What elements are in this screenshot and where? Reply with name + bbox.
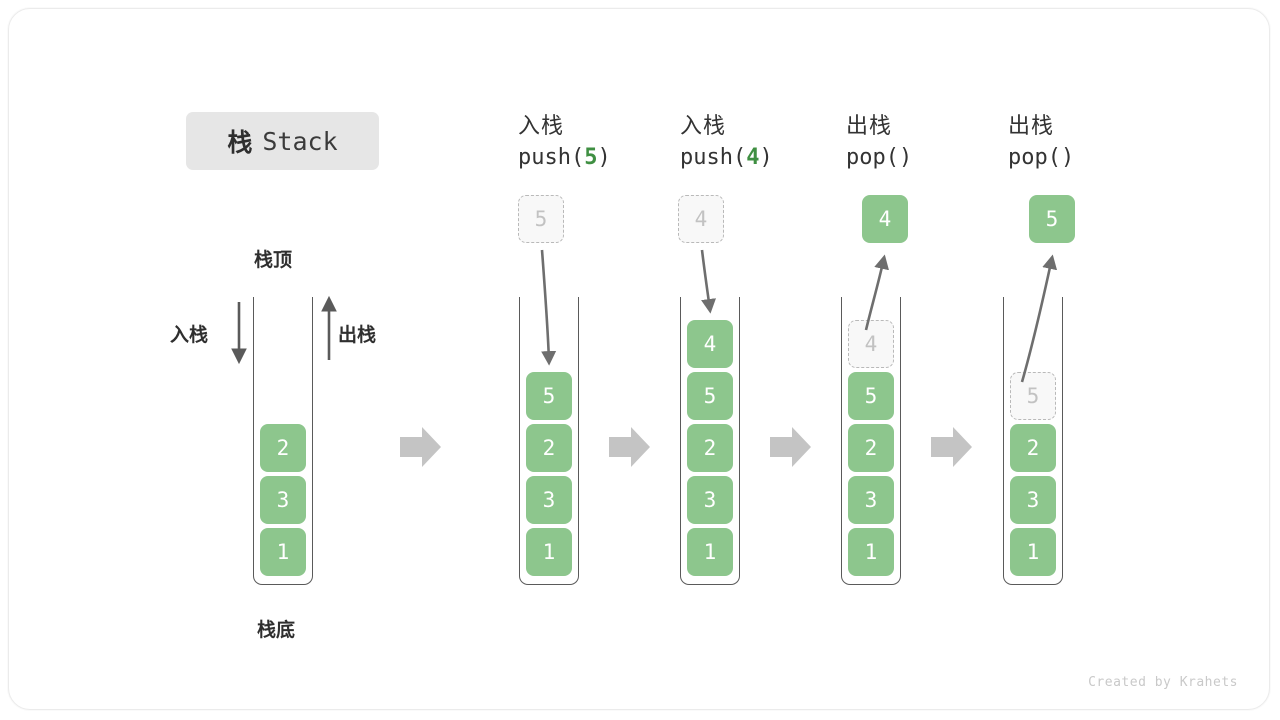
- floating-ghost-cell: 4: [678, 195, 724, 243]
- op-code-pop-5: pop(): [1008, 145, 1074, 170]
- op-code-prefix: pop(: [1008, 145, 1061, 170]
- op-label-push-5: 入栈: [518, 113, 565, 138]
- op-code-push-5: push(5): [518, 145, 611, 170]
- op-code-push-4: push(4): [680, 145, 773, 170]
- diagram-title: 栈 Stack: [186, 112, 379, 170]
- title-cn: 栈: [227, 129, 254, 157]
- stack-cell: 5: [526, 372, 572, 420]
- stack-cell: 1: [260, 528, 306, 576]
- op-code-suffix: ): [597, 145, 611, 170]
- stack-cell: 2: [260, 424, 306, 472]
- stack-top-label: 栈顶: [254, 250, 293, 271]
- op-code-prefix: push(: [680, 145, 747, 170]
- stack-cell: 1: [687, 528, 733, 576]
- op-code-prefix: pop(: [846, 145, 899, 170]
- op-label-pop-4: 出栈: [846, 113, 893, 138]
- op-code-prefix: push(: [518, 145, 585, 170]
- footer-credit: Created by Krahets: [1088, 675, 1238, 690]
- title-en: Stack: [262, 126, 338, 156]
- stack-container-initial: [253, 297, 313, 585]
- floating-popped-cell: 5: [1029, 195, 1075, 243]
- op-label-push-4: 入栈: [680, 113, 727, 138]
- op-code-arg: 4: [746, 145, 760, 170]
- floating-popped-cell: 4: [862, 195, 908, 243]
- stack-cell: 4: [687, 320, 733, 368]
- stack-cell: 2: [1010, 424, 1056, 472]
- stack-cell: 1: [848, 528, 894, 576]
- stack-container-pop-4: [841, 297, 901, 585]
- op-code-suffix: ): [898, 145, 913, 170]
- op-label-pop-5: 出栈: [1008, 113, 1055, 138]
- op-code-arg: 5: [584, 145, 598, 170]
- stack-cell: 3: [687, 476, 733, 524]
- stack-container-pop-5: [1003, 297, 1063, 585]
- transition-arrow: [609, 427, 650, 467]
- pop-label-right: 出栈: [338, 325, 377, 346]
- transition-arrow: [931, 427, 972, 467]
- floating-ghost-cell: 5: [518, 195, 564, 243]
- stack-cell: 2: [687, 424, 733, 472]
- transition-arrow: [770, 427, 811, 467]
- stack-cell: 2: [526, 424, 572, 472]
- push-label-left: 入栈: [170, 325, 209, 346]
- stack-cell: 3: [848, 476, 894, 524]
- stack-ghost-cell: 5: [1010, 372, 1056, 420]
- stack-container-push-5: [519, 297, 579, 585]
- stack-cell: 1: [526, 528, 572, 576]
- stack-cell: 3: [1010, 476, 1056, 524]
- stack-cell: 1: [1010, 528, 1056, 576]
- op-code-suffix: ): [759, 145, 773, 170]
- stack-cell: 5: [848, 372, 894, 420]
- stack-ghost-cell: 4: [848, 320, 894, 368]
- transition-arrow: [400, 427, 441, 467]
- stack-cell: 5: [687, 372, 733, 420]
- op-code-suffix: ): [1060, 145, 1075, 170]
- stack-bottom-label: 栈底: [257, 620, 296, 641]
- op-code-pop-4: pop(): [846, 145, 912, 170]
- stack-cell: 3: [526, 476, 572, 524]
- stack-container-push-4: [680, 297, 740, 585]
- stack-cell: 2: [848, 424, 894, 472]
- stack-cell: 3: [260, 476, 306, 524]
